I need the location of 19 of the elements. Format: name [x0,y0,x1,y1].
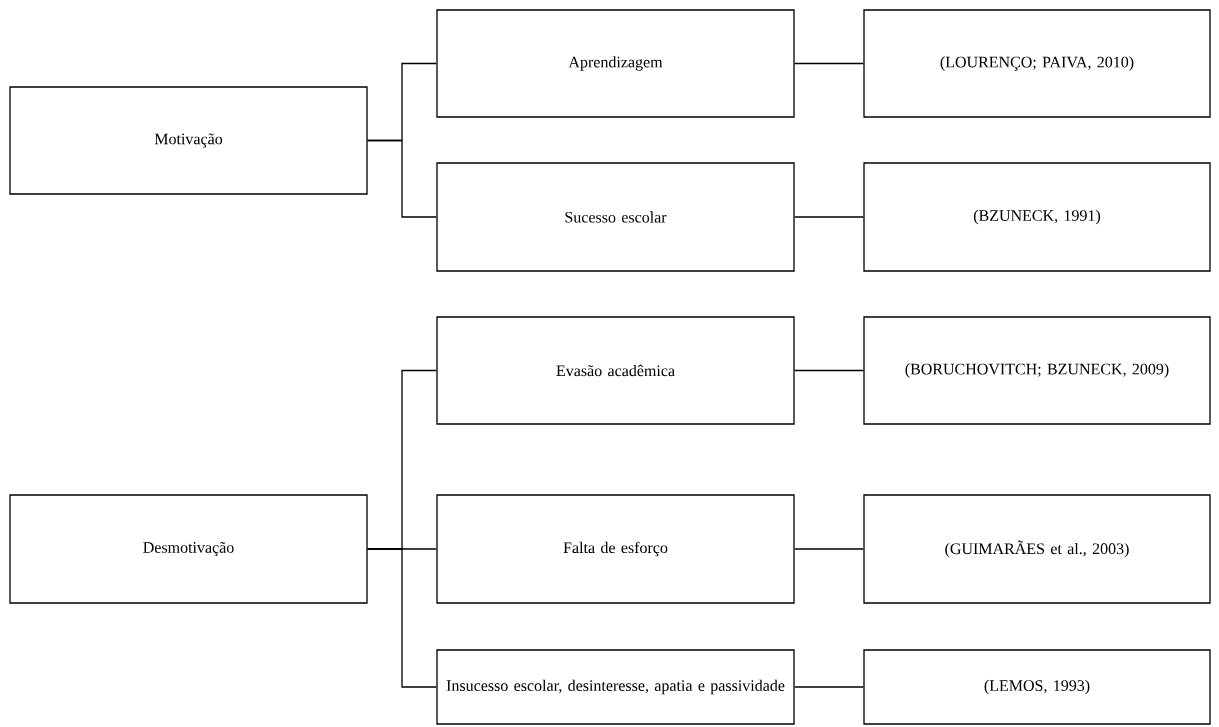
connector-line [794,548,864,550]
text-box: (BORUCHOVITCH; BZUNECK, 2009) [863,316,1211,425]
text-box: Falta de esforço [436,494,795,604]
text-box: Insucesso escolar, desinteresse, apatia e passividade [436,649,795,725]
text-box: Sucesso escolar [436,162,795,272]
connector-line [794,62,864,65]
connector-line [367,139,437,218]
text-box: Motivação [9,86,368,195]
text-box: (LOURENÇO; PAIVA, 2010) [863,9,1211,118]
text-box: (GUIMARÃES et al., 2003) [863,494,1211,604]
text-box: Aprendizagem [436,9,795,118]
connector-line [794,216,864,218]
text-box: Evasão acadêmica [436,316,795,425]
text-box: (LEMOS, 1993) [863,649,1211,725]
connector-line [794,369,864,372]
connector-line [794,686,864,688]
connector-line [367,548,437,688]
text-box: Desmotivação [9,494,368,604]
text-box: (BZUNECK, 1991) [863,162,1211,272]
